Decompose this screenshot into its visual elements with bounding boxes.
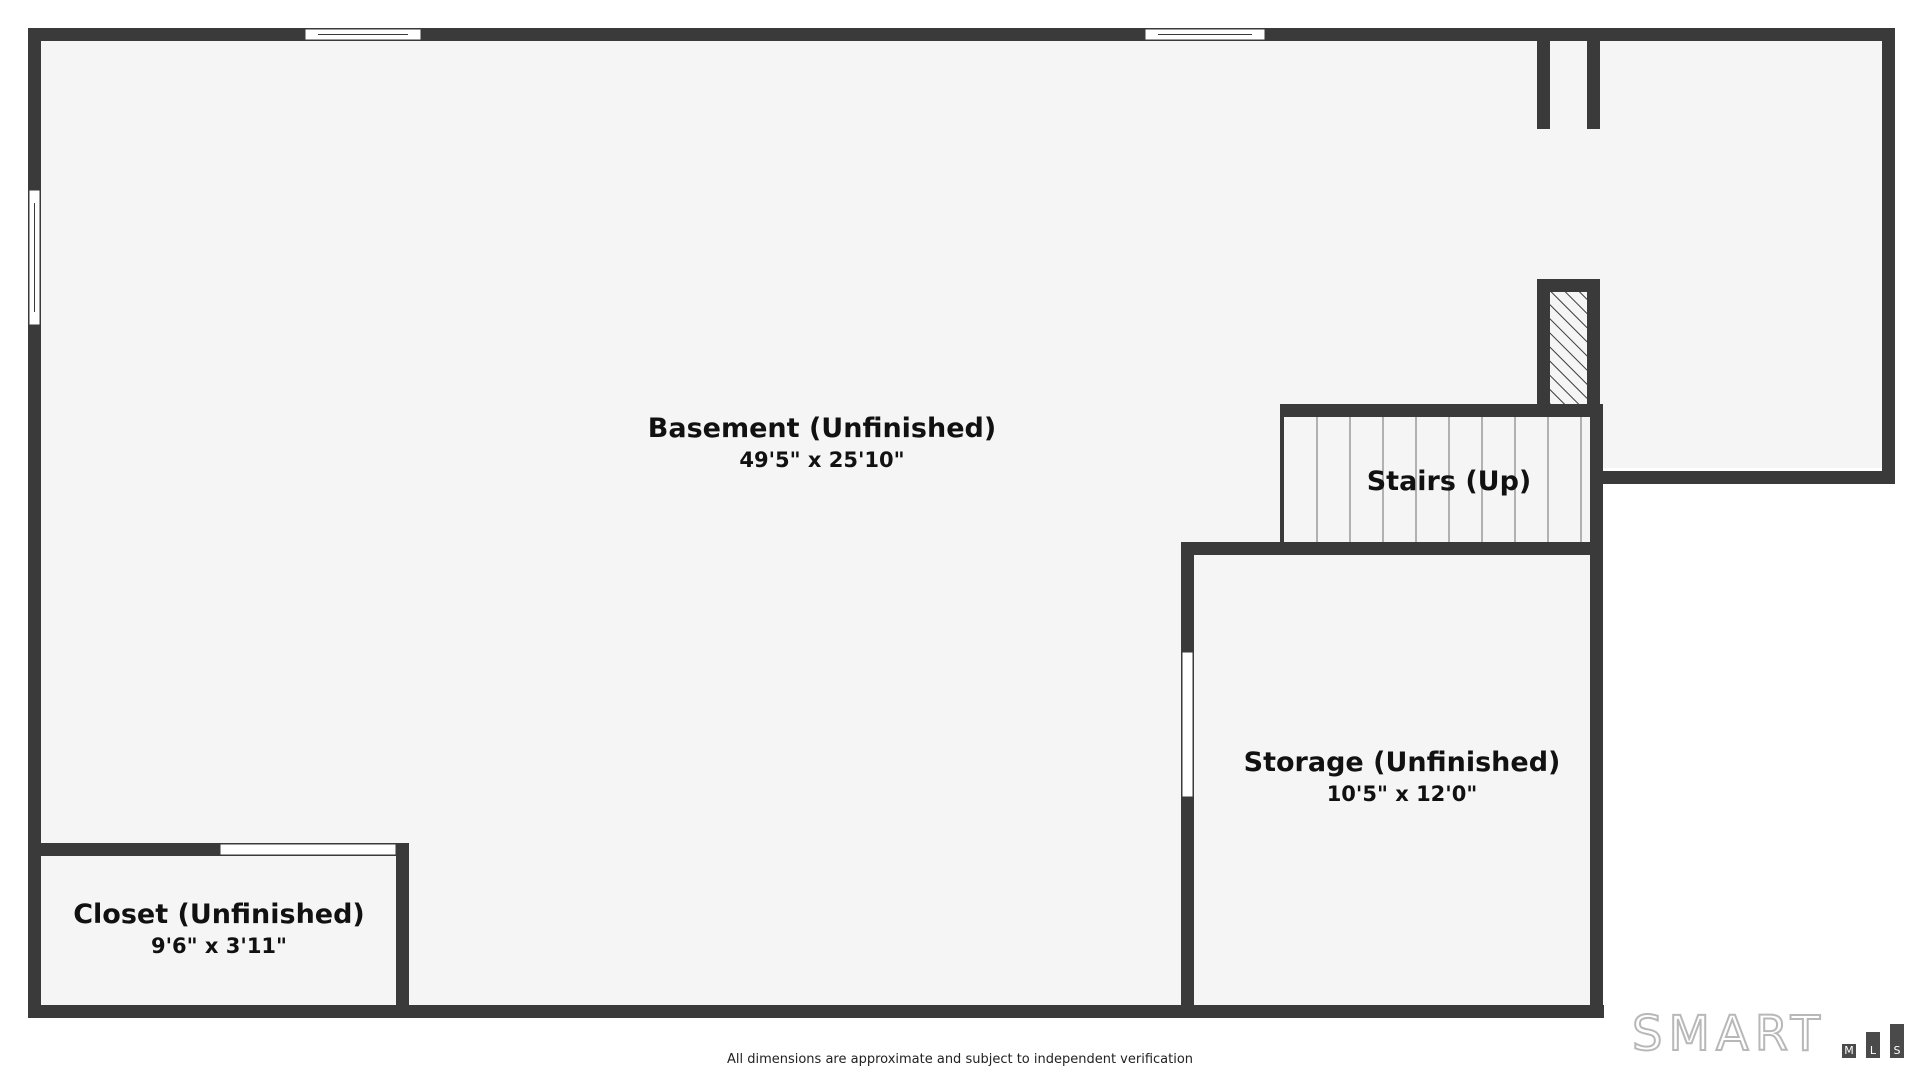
floor-fill xyxy=(34,36,1888,1006)
room-name-closet: Closet (Unfinished) xyxy=(73,899,365,930)
wall-top xyxy=(28,28,1894,41)
room-label-storage: Storage (Unfinished) 10'5" x 12'0" xyxy=(1244,746,1561,808)
stair-treads xyxy=(1316,417,1582,542)
wall-right-wing xyxy=(1882,28,1895,484)
chimney-hatch xyxy=(1550,292,1587,404)
room-name-stairs: Stairs (Up) xyxy=(1366,466,1532,497)
logo-letter-s: S xyxy=(1890,1024,1904,1058)
logo-text: SMART xyxy=(1631,1005,1826,1063)
disclaimer-text: All dimensions are approximate and subje… xyxy=(726,1052,1194,1067)
post-left xyxy=(1537,36,1550,129)
room-name-storage: Storage (Unfinished) xyxy=(1243,747,1561,778)
room-dimensions-storage: 10'5" x 12'0" xyxy=(1326,782,1478,806)
room-label-stairs: Stairs (Up) xyxy=(1367,465,1532,499)
storage-door-opening xyxy=(1181,651,1194,798)
logo-letter-m: M xyxy=(1842,1044,1856,1058)
wall-stairs-left xyxy=(1280,404,1284,546)
smart-mls-logo: SMART M L S xyxy=(1631,1005,1904,1063)
room-name-basement: Basement (Unfinished) xyxy=(647,413,997,444)
room-dimensions-basement: 49'5" x 25'10" xyxy=(739,448,905,472)
wall-bottom xyxy=(28,1005,1604,1018)
wall-storage-right xyxy=(1590,404,1603,1018)
room-dimensions-closet: 9'6" x 3'11" xyxy=(151,934,287,958)
wall-left xyxy=(28,28,41,1018)
closet-door-opening xyxy=(219,843,397,856)
wall-storage-top xyxy=(1181,542,1603,555)
logo-letter-l: L xyxy=(1866,1032,1880,1058)
windows xyxy=(28,28,1266,856)
wall-closet-right xyxy=(396,843,409,1018)
wall-right-wing-bottom xyxy=(1590,471,1895,484)
post-right xyxy=(1587,36,1600,129)
room-label-closet: Closet (Unfinished) 9'6" x 3'11" xyxy=(73,898,365,960)
wall-stairs-top xyxy=(1280,404,1603,417)
room-label-basement: Basement (Unfinished) 49'5" x 25'10" xyxy=(648,412,996,474)
